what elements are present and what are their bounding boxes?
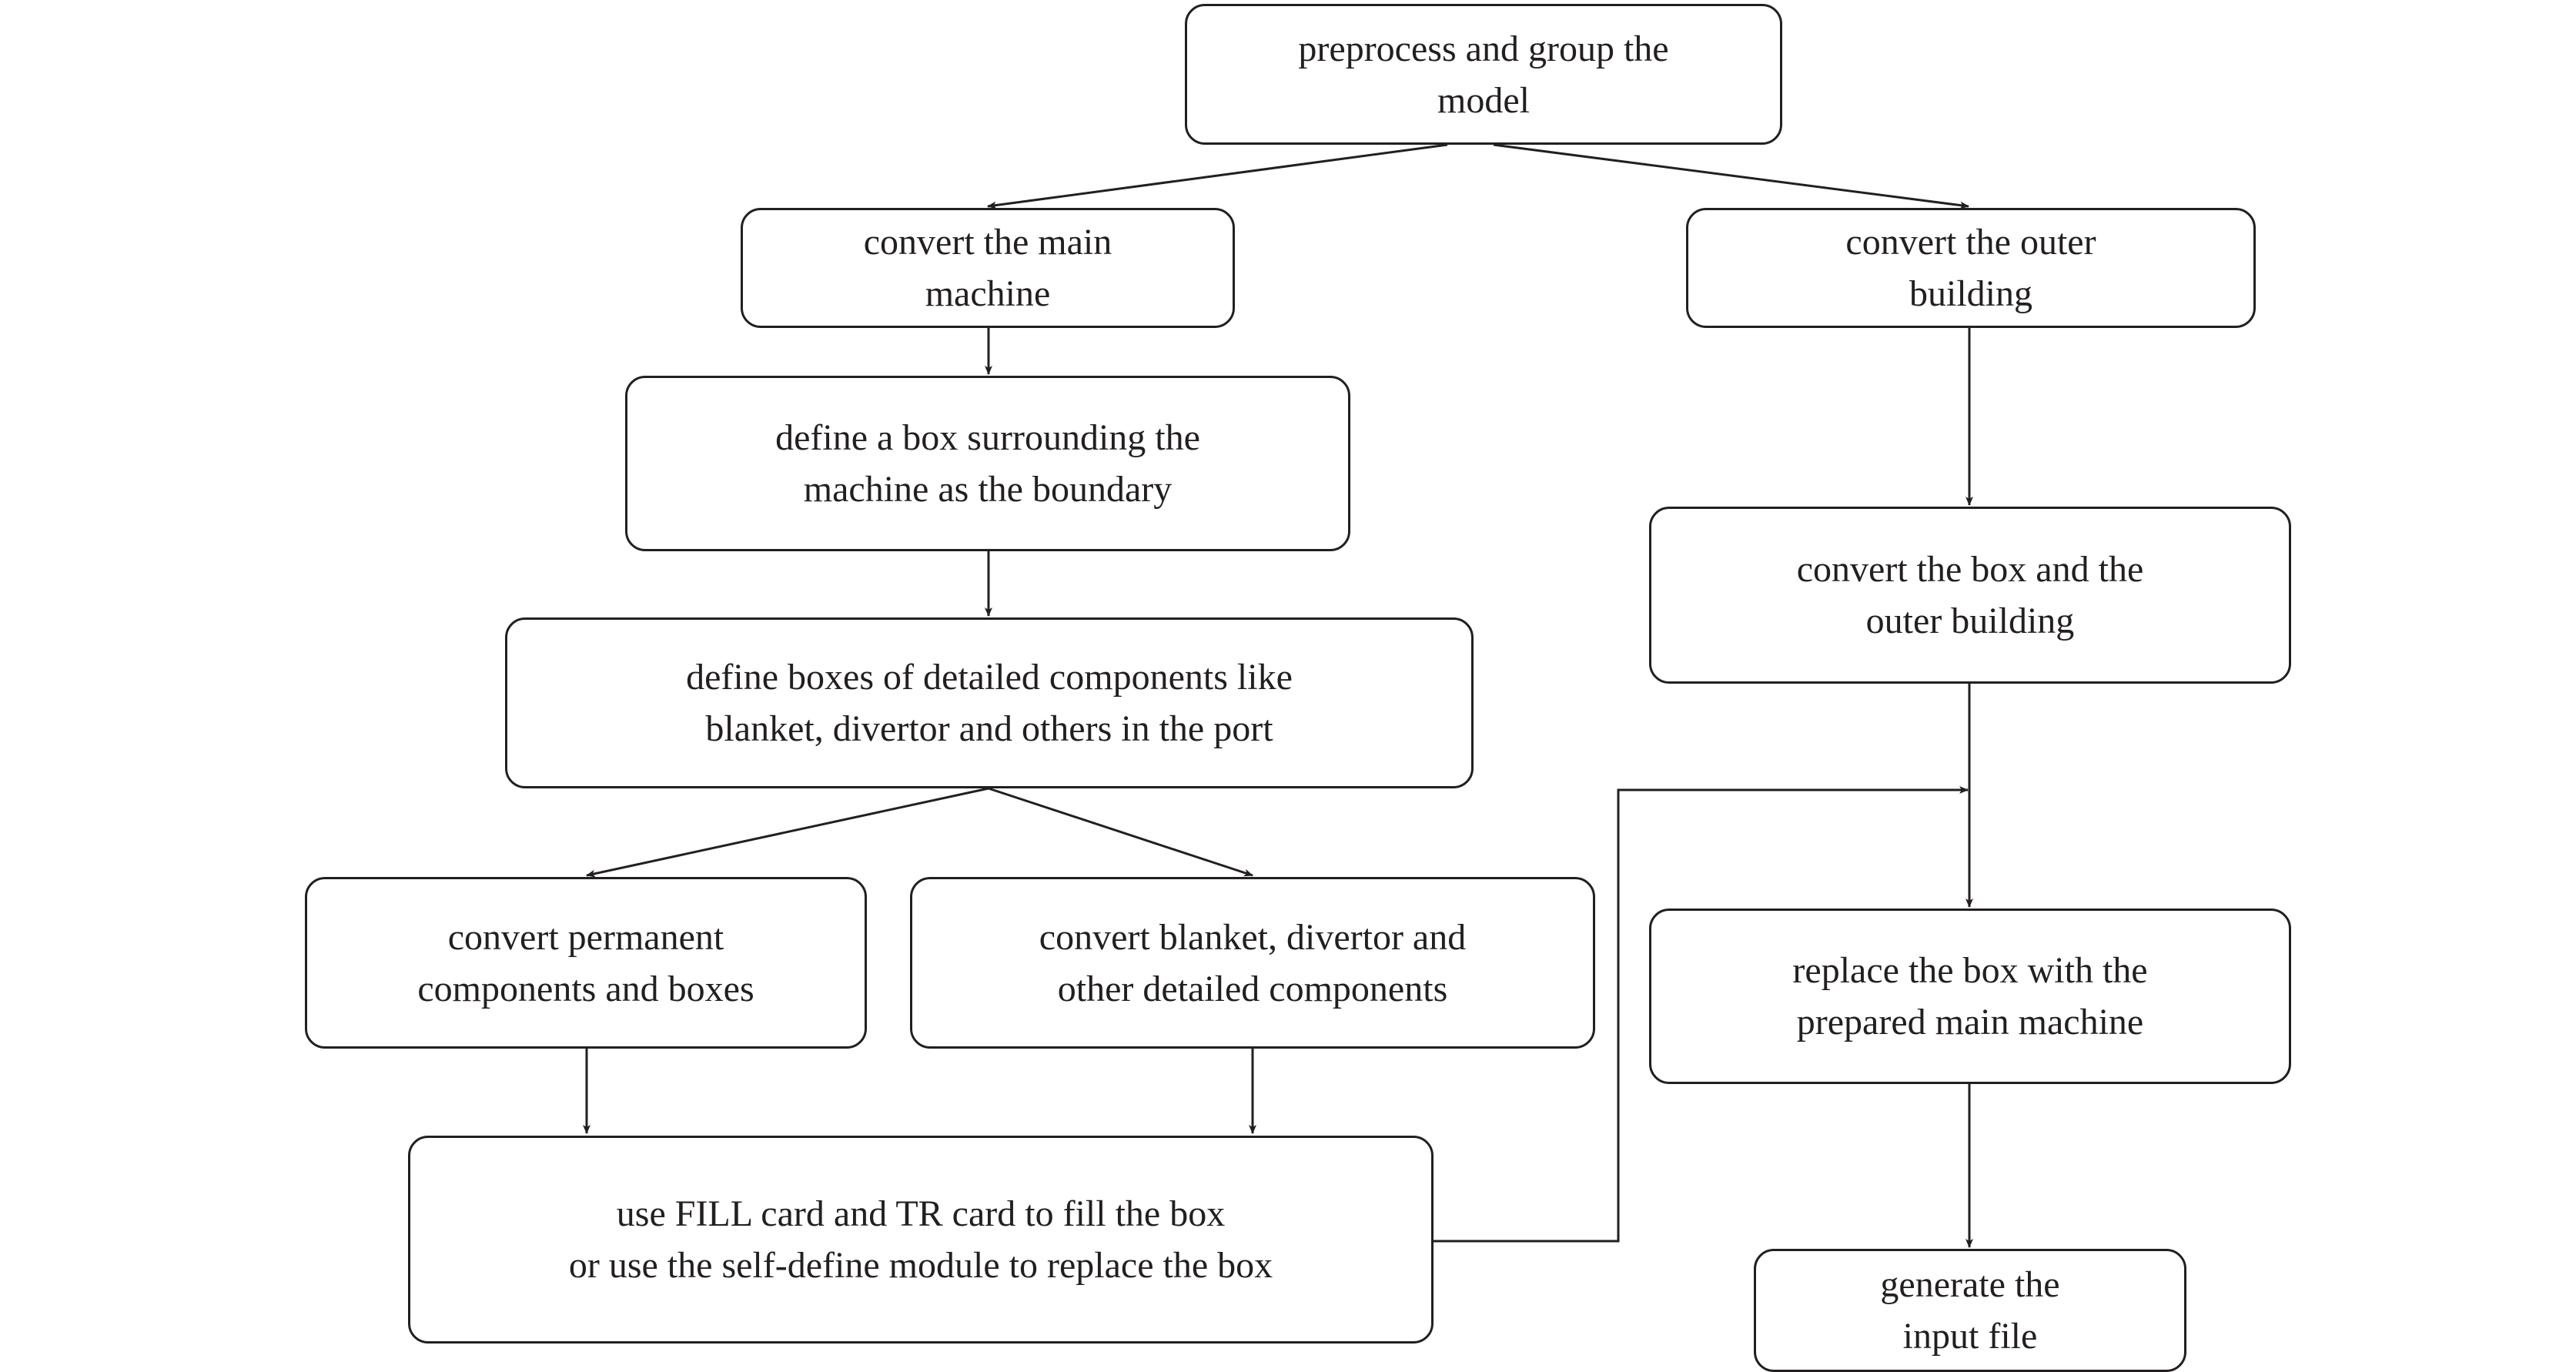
edge-preprocess-to-main-machine: [987, 143, 1448, 209]
node-text-line: model: [1437, 79, 1530, 121]
node-text-line: components and boxes: [417, 968, 754, 1009]
node-text-line: convert blanket, divertor and: [1039, 916, 1467, 958]
edge-preprocess-to-outer-building: [1493, 143, 1969, 209]
node-convert-outer-building: convert the outer building: [1686, 208, 2256, 328]
node-text-line: convert permanent: [447, 916, 724, 958]
node-text-line: other detailed components: [1057, 968, 1448, 1009]
node-text-line: use FILL card and TR card to fill the bo…: [616, 1193, 1226, 1234]
edge-define-boxes-to-blanket: [988, 787, 1253, 877]
node-define-boxes-detailed-components: define boxes of detailed components like…: [505, 617, 1474, 788]
node-replace-box-with-main-machine: replace the box with the prepared main m…: [1649, 909, 2291, 1084]
node-convert-main-machine: convert the main machine: [741, 208, 1235, 328]
node-text-line: input file: [1902, 1316, 2038, 1357]
node-text-line: prepared main machine: [1796, 1002, 2144, 1042]
node-convert-box-and-outer-building: convert the box and the outer building: [1649, 507, 2291, 684]
node-define-box-surrounding-machine: define a box surrounding the machine as …: [625, 376, 1350, 551]
edge-fill-to-replace: [1434, 786, 1969, 1243]
node-text-line: or use the self-define module to replace…: [568, 1245, 1273, 1286]
node-convert-permanent-components: convert permanent components and boxes: [305, 877, 867, 1049]
node-text-line: replace the box with the: [1792, 950, 2148, 991]
node-text-line: building: [1909, 273, 2032, 314]
node-text-line: convert the box and the: [1796, 549, 2144, 590]
node-convert-blanket-divertor: convert blanket, divertor and other deta…: [910, 877, 1595, 1049]
node-text-line: define a box surrounding the: [775, 417, 1200, 458]
node-text-line: machine as the boundary: [803, 469, 1173, 510]
edge-define-boxes-to-permanent: [586, 787, 989, 878]
node-text-line: convert the outer: [1845, 222, 2096, 263]
node-text-line: convert the main: [863, 222, 1112, 263]
node-generate-input-file: generate the input file: [1754, 1249, 2186, 1372]
node-text-line: machine: [925, 273, 1051, 314]
node-use-fill-card: use FILL card and TR card to fill the bo…: [408, 1136, 1434, 1344]
node-text-line: outer building: [1865, 601, 2075, 641]
node-text-line: blanket, divertor and others in the port: [705, 708, 1273, 749]
node-text-line: preprocess and group the: [1298, 28, 1669, 69]
node-preprocess-and-group-the-model: preprocess and group the model: [1185, 4, 1782, 145]
node-text-line: generate the: [1880, 1264, 2060, 1305]
node-text-line: define boxes of detailed components like: [686, 657, 1293, 698]
